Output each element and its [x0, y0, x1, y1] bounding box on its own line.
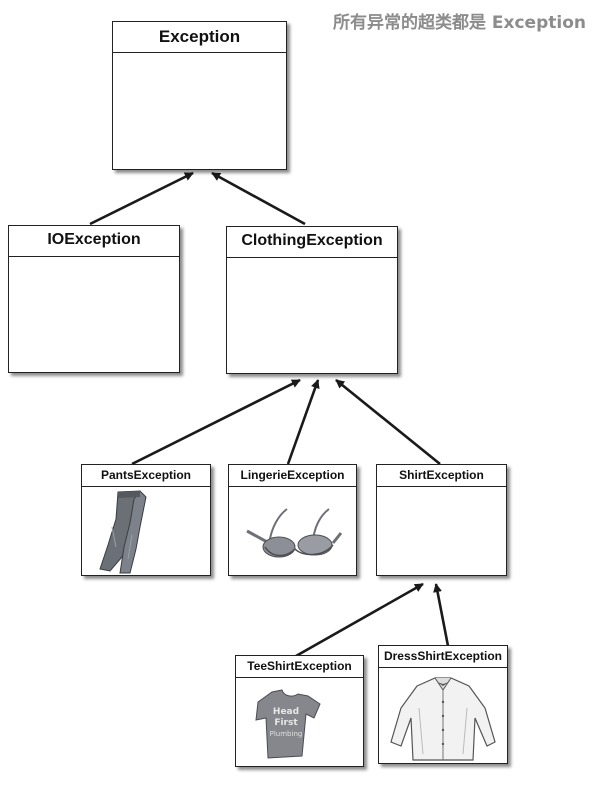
pants-illustration	[99, 490, 147, 574]
tee-print-line-2: First	[274, 718, 298, 728]
arrow-tee-to-shirt	[295, 582, 424, 658]
class-box-exception: Exception	[112, 21, 287, 170]
class-box-ioexception: IOException	[8, 225, 180, 373]
arrow-lingerie-to-clothing	[286, 379, 320, 465]
arrow-clothing-to-exception	[211, 171, 306, 226]
class-name-lingerieexception: LingerieException	[229, 465, 356, 487]
class-box-teeshirtexception: TeeShirtException Head First Plumbing	[235, 655, 364, 767]
arrow-io-to-exception	[89, 171, 194, 226]
tee-shirt-illustration: Head First Plumbing	[255, 689, 321, 759]
class-box-clothingexception: ClothingException	[226, 226, 398, 374]
class-name-pantsexception: PantsException	[82, 465, 210, 487]
class-name-shirtexception: ShirtException	[377, 465, 506, 487]
arrow-pants-to-clothing	[131, 378, 301, 466]
dress-shirt-illustration	[390, 677, 496, 761]
diagram-caption: 所有异常的超类都是 Exception	[332, 13, 586, 33]
arrow-dress-to-shirt	[433, 583, 450, 647]
class-name-clothingexception: ClothingException	[227, 227, 397, 258]
arrow-shirt-to-clothing	[335, 378, 441, 466]
class-box-pantsexception: PantsException	[81, 464, 211, 576]
class-name-exception: Exception	[113, 22, 286, 53]
tee-print-line-3: Plumbing	[270, 730, 303, 738]
tee-print-line-1: Head	[273, 707, 299, 717]
class-name-ioexception: IOException	[9, 226, 179, 257]
bra-illustration	[246, 508, 343, 558]
class-name-dressshirtexception: DressShirtException	[379, 646, 507, 668]
class-box-shirtexception: ShirtException	[376, 464, 507, 576]
class-name-teeshirtexception: TeeShirtException	[236, 656, 363, 678]
class-box-dressshirtexception: DressShirtException	[378, 645, 508, 764]
class-box-lingerieexception: LingerieException	[228, 464, 357, 576]
